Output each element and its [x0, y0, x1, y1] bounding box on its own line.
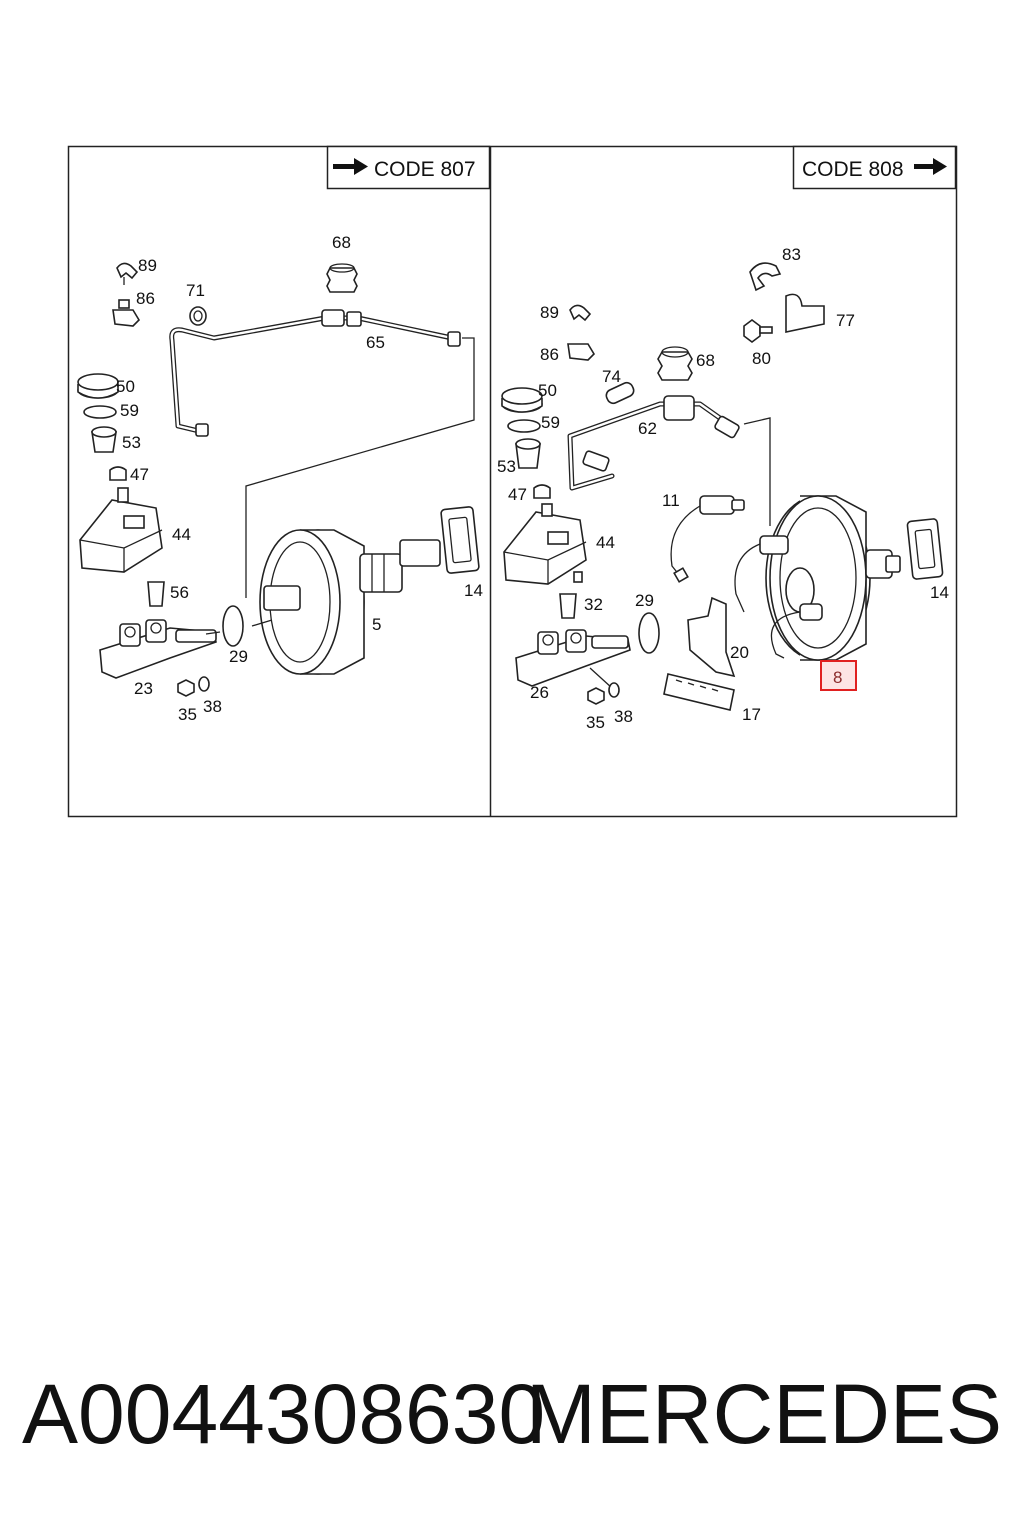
- code-807-label: CODE 807: [374, 158, 476, 181]
- label-38: 38: [203, 697, 222, 716]
- label-47: 47: [508, 485, 527, 504]
- part-5-brake-booster: [251, 529, 441, 675]
- brand-name: MERCEDES: [525, 1367, 1002, 1461]
- left-panel: CODE 807: [77, 145, 491, 724]
- arrow-right-icon: [914, 158, 947, 175]
- part-38-washer: [198, 676, 210, 692]
- part-14-gasket: [440, 506, 480, 574]
- label-35: 35: [586, 713, 605, 732]
- part-38-washer: [608, 682, 620, 698]
- part-number: A0044308630: [22, 1367, 546, 1461]
- part-83-clip: [749, 262, 782, 292]
- label-14: 14: [930, 583, 949, 602]
- code-807-box: [326, 145, 491, 190]
- label-71: 71: [186, 281, 205, 300]
- label-29: 29: [635, 591, 654, 610]
- label-86: 86: [136, 289, 155, 308]
- label-23: 23: [134, 679, 153, 698]
- code-808-label: CODE 808: [802, 158, 904, 181]
- diagram-frame: [67, 145, 958, 818]
- label-77: 77: [836, 311, 855, 330]
- part-86-clip: [567, 343, 596, 361]
- label-38: 38: [614, 707, 633, 726]
- label-47: 47: [130, 465, 149, 484]
- label-53: 53: [497, 457, 516, 476]
- part-23-master-cylinder: [99, 619, 221, 679]
- label-50: 50: [116, 377, 135, 396]
- part-74-sleeve: [605, 381, 635, 405]
- part-62-vacuum-line: [567, 395, 771, 526]
- part-35-nut: [177, 679, 195, 697]
- part-89-clip: [116, 262, 139, 285]
- label-59: 59: [541, 413, 560, 432]
- label-29: 29: [229, 647, 248, 666]
- part-71-grommet: [189, 306, 207, 326]
- part-89-clip: [569, 304, 592, 322]
- part-68-boot: [326, 263, 358, 293]
- right-panel: CODE 808: [497, 145, 957, 732]
- part-50-cap: [77, 373, 119, 399]
- label-32: 32: [584, 595, 603, 614]
- label-8: 8: [833, 668, 842, 687]
- part-8-brake-booster: [734, 495, 901, 661]
- part-11-sensor: [670, 495, 745, 583]
- label-83: 83: [782, 245, 801, 264]
- label-68: 68: [332, 233, 351, 252]
- part-14-gasket: [906, 518, 944, 580]
- part-77-bracket: [785, 293, 825, 333]
- label-65: 65: [366, 333, 385, 352]
- label-68: 68: [696, 351, 715, 370]
- part-50-cap: [501, 387, 543, 413]
- label-44: 44: [172, 525, 191, 544]
- part-44-reservoir: [79, 487, 163, 573]
- highlight-box-part-8: [820, 660, 857, 691]
- label-17: 17: [742, 705, 761, 724]
- label-20: 20: [730, 643, 749, 662]
- label-11: 11: [662, 491, 680, 510]
- part-29-oring: [638, 612, 660, 654]
- part-53-strainer: [91, 426, 117, 453]
- part-47-plug: [533, 484, 551, 499]
- label-5: 5: [372, 615, 381, 634]
- label-59: 59: [120, 401, 139, 420]
- part-17-module: [663, 673, 735, 711]
- part-65-vacuum-line: [169, 309, 475, 598]
- part-29-oring: [222, 605, 244, 647]
- part-68-boot: [657, 346, 693, 381]
- label-53: 53: [122, 433, 141, 452]
- part-32-seal: [559, 593, 577, 619]
- part-53-strainer: [515, 438, 541, 469]
- part-59-washer: [83, 405, 117, 419]
- label-89: 89: [540, 303, 559, 322]
- label-80: 80: [752, 349, 771, 368]
- part-59-washer: [507, 419, 541, 433]
- part-20-bracket: [687, 596, 736, 678]
- part-44-reservoir: [503, 503, 587, 585]
- label-62: 62: [638, 419, 657, 438]
- part-80-bolt: [743, 319, 773, 343]
- label-44: 44: [596, 533, 615, 552]
- label-74: 74: [602, 367, 621, 386]
- label-14: 14: [464, 581, 483, 600]
- part-26-master-cylinder: [515, 629, 631, 689]
- part-56-seal: [147, 581, 165, 607]
- label-26: 26: [530, 683, 549, 702]
- label-89: 89: [138, 256, 157, 275]
- part-86-clip: [112, 299, 141, 327]
- arrow-right-icon: [333, 158, 368, 175]
- part-47-plug: [109, 466, 127, 481]
- label-56: 56: [170, 583, 189, 602]
- label-86: 86: [540, 345, 559, 364]
- part-35-nut: [587, 687, 605, 705]
- label-50: 50: [538, 381, 557, 400]
- label-35: 35: [178, 705, 197, 724]
